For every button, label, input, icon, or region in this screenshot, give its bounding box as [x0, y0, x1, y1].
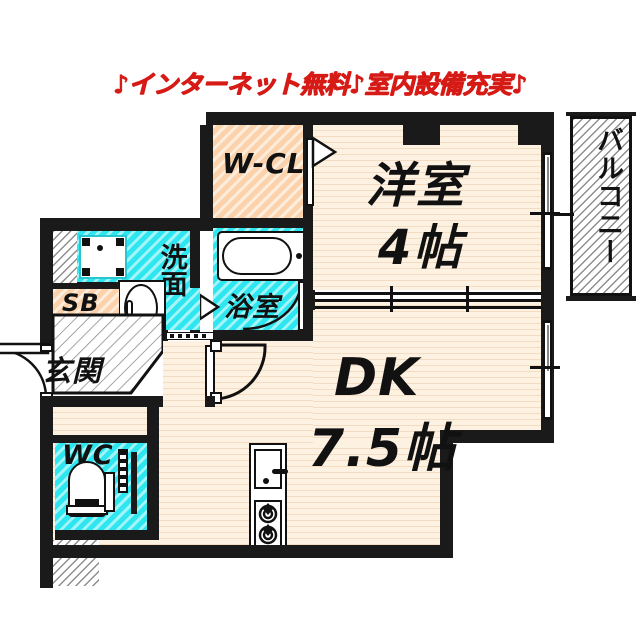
genkan-tataki — [51, 313, 165, 395]
wcl-door-swing-arrow — [311, 135, 338, 169]
balcony-rail-tick — [552, 213, 574, 216]
washer-pan-corner-tl — [82, 238, 90, 246]
wall-sb-top — [53, 282, 119, 289]
kitchen-drain — [263, 478, 269, 484]
genkan-label: 玄関 — [42, 354, 103, 388]
yokushitsu-label: 浴室 — [224, 292, 280, 323]
ps-upper-box — [53, 231, 77, 283]
wall-genkan-bottom — [40, 396, 215, 407]
exterior-wall-step-vertical-2 — [440, 430, 453, 558]
wcl-label: W-CL — [222, 147, 306, 180]
wall-yokushitsu-bottom — [213, 330, 317, 341]
partition-track-3[interactable] — [315, 306, 541, 309]
room-yoshitsu-floor — [313, 125, 541, 290]
wall-wc-right — [147, 443, 159, 537]
dk-window-panel-edge — [547, 325, 549, 371]
room-sb — [53, 289, 119, 315]
partition-jamb-left — [306, 290, 315, 310]
promo-banner: ♪インターネット無料♪室内設備充実♪ — [113, 70, 527, 99]
balcony-sash-panel-edge — [547, 157, 549, 212]
wall-wcl-bottom — [213, 218, 313, 228]
toilet-seat-bar — [75, 499, 99, 507]
entry-door-swing[interactable] — [0, 342, 54, 398]
exterior-wall-top — [206, 112, 554, 125]
pillar-top-center — [403, 125, 440, 145]
balcony-wall-bottom — [566, 296, 636, 301]
washer-pan-corner-br — [116, 268, 124, 276]
washer-pan-corner-tr — [116, 238, 124, 246]
senmen-threshold — [166, 332, 214, 340]
exterior-wall-top-left — [40, 218, 213, 231]
room-dk-floor-upper — [313, 300, 541, 443]
hall-door-swing-arc — [210, 340, 267, 404]
bath-entry-arrow — [198, 292, 221, 322]
partition-track-2[interactable] — [315, 299, 541, 302]
wall-wcl-left — [200, 125, 213, 231]
dk-window-tick — [530, 366, 560, 369]
balcony-label: バルコニー — [592, 126, 623, 266]
exterior-wall-bottom-3 — [40, 545, 453, 558]
thresh-dot-3 — [186, 334, 190, 338]
kitchen-faucet — [272, 469, 288, 474]
exterior-wall-left-upper — [40, 218, 53, 348]
wc-door-pocket — [131, 452, 137, 514]
wc-sliding-door[interactable] — [118, 449, 128, 493]
bathtub-drain — [296, 253, 302, 259]
yoshitsu-size-label: 4帖 — [378, 220, 464, 276]
wall-wc-bottom — [55, 530, 159, 540]
washer-pan-corner-bl — [82, 268, 90, 276]
entry-door-jamb-top — [40, 344, 53, 352]
exterior-wall-step-horizontal-2 — [440, 430, 554, 443]
yoshitsu-name-label: 洋室 — [366, 158, 467, 214]
thresh-dot-5 — [202, 334, 206, 338]
thresh-dot-1 — [170, 334, 174, 338]
thresh-dot-4 — [194, 334, 198, 338]
partition-panel-div-1 — [390, 286, 393, 312]
pillar-top-right — [518, 125, 541, 145]
partition-track-1[interactable] — [315, 292, 541, 295]
wcl-door-leaf[interactable] — [306, 138, 314, 206]
wall-senmen-right — [190, 231, 200, 288]
wall-yokushitsu-right — [303, 228, 313, 330]
bathtub-basin — [222, 237, 292, 275]
washer-drain — [97, 245, 103, 251]
wall-wc-top — [53, 435, 159, 443]
wall-wc-upper-right — [147, 407, 159, 443]
balcony-area — [570, 116, 632, 296]
thresh-dot-2 — [178, 334, 182, 338]
dk-size-label: 7.5帖 — [308, 419, 457, 479]
balcony-sash-tick — [530, 212, 560, 215]
room-wcl — [213, 125, 313, 218]
dk-name-label: DK — [334, 348, 420, 408]
stove-burners — [258, 503, 278, 545]
wall-hall-corner — [205, 396, 215, 407]
partition-panel-div-2 — [466, 286, 469, 312]
sb-label: SB — [62, 289, 100, 317]
balcony-wall-top — [566, 112, 636, 116]
exterior-wall-left-lower-2 — [40, 396, 53, 558]
toilet-paper-holder — [104, 472, 115, 512]
